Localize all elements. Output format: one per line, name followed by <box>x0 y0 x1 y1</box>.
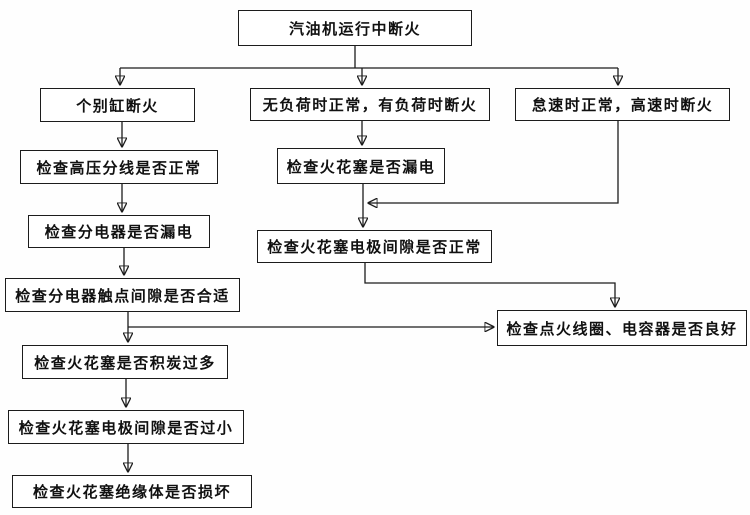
node-check-plug-insulator: 检查火花塞绝缘体是否损坏 <box>12 475 252 508</box>
node-check-hv-wires: 检查高压分线是否正常 <box>20 150 218 184</box>
node-branch-individual-cylinder: 个别缸断火 <box>40 88 195 122</box>
node-check-plug-gap-small: 检查火花塞电极间隙是否过小 <box>8 410 244 444</box>
node-branch-highspeed-misfire: 怠速时正常，高速时断火 <box>515 88 730 121</box>
node-check-distributor-leak: 检查分电器是否漏电 <box>28 215 210 248</box>
node-branch-load-misfire: 无负荷时正常，有负荷时断火 <box>250 88 490 121</box>
node-check-plug-leak: 检查火花塞是否漏电 <box>277 148 445 184</box>
node-check-plug-carbon: 检查火花塞是否积炭过多 <box>22 345 228 379</box>
node-check-contact-gap: 检查分电器触点间隙是否合适 <box>5 278 240 312</box>
node-check-coil-capacitor: 检查点火线圈、电容器是否良好 <box>497 310 747 346</box>
arrow-gap-normal-to-coil-capacitor <box>364 263 615 306</box>
node-root: 汽油机运行中断火 <box>238 10 472 46</box>
arrow-speed-merge-to-middle <box>369 121 619 203</box>
node-check-plug-gap-normal: 检查火花塞电极间隙是否正常 <box>257 230 492 263</box>
